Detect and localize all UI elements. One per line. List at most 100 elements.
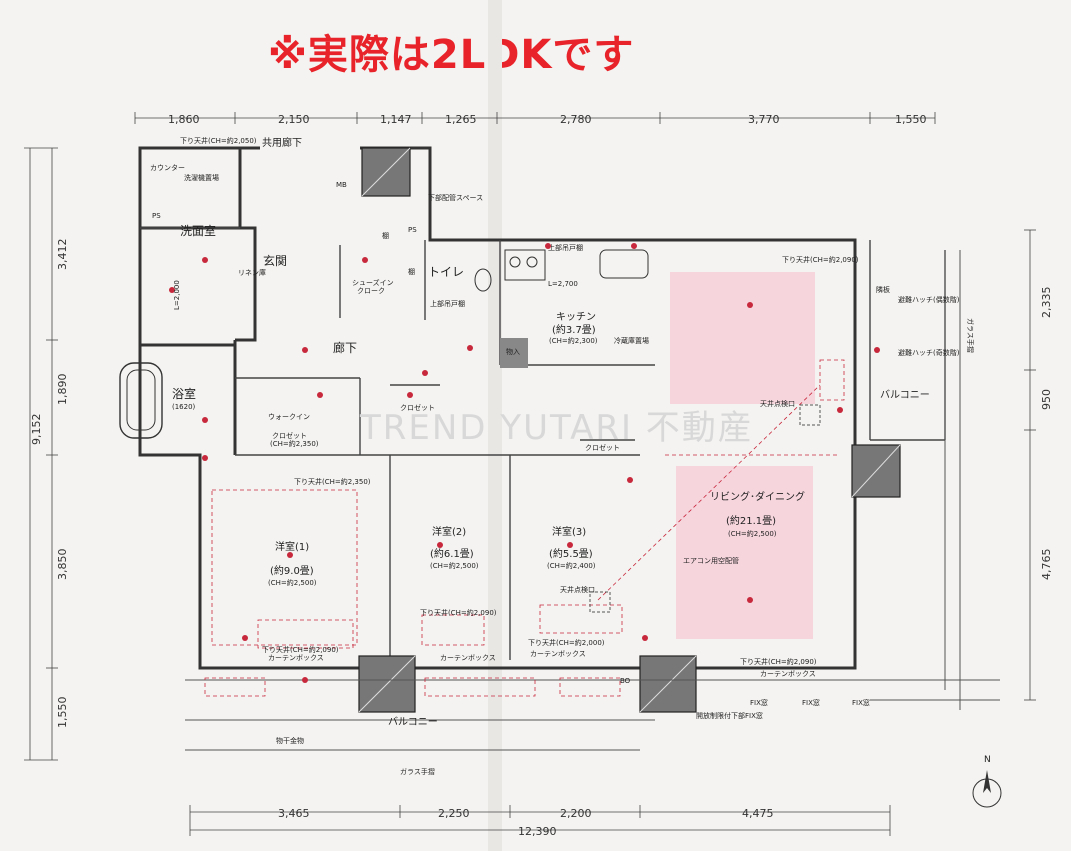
- watermark: TREND YUTARI 不動産: [360, 408, 754, 448]
- label-glass-right: ガラス手摺: [966, 318, 975, 353]
- storage-box: [500, 338, 528, 368]
- label-l2000: L=2,000: [173, 280, 181, 310]
- label-monoire: 物入: [506, 347, 520, 356]
- label-closet2: クロゼット: [400, 403, 435, 412]
- label-closet-ch: (CH=約2,350): [270, 439, 319, 448]
- label-uebu: 上部吊戸棚: [548, 243, 583, 252]
- dim-left-3: 3,850: [56, 549, 69, 581]
- label-yokushitsu-size: (1620): [172, 403, 196, 411]
- label-sagari2: 下り天井(CH=約2,090): [782, 255, 859, 264]
- label-yoshitsu1: 洋室(1): [275, 540, 309, 553]
- dim-top-7: 1,550: [895, 113, 927, 126]
- label-aircon: エアコン用空配管: [683, 556, 739, 565]
- dims-left: [24, 147, 58, 761]
- dim-top-2: 2,150: [278, 113, 310, 126]
- label-fix3: FIX窓: [852, 698, 870, 707]
- dim-top-1: 1,860: [168, 113, 200, 126]
- toilet-bowl-icon: [474, 268, 492, 292]
- label-counter: カウンター: [150, 163, 185, 172]
- label-sagari6: 下り天井(CH=約2,000): [528, 638, 605, 647]
- label-balcony-right: バルコニー: [880, 389, 930, 401]
- label-sagari3: 下り天井(CH=約2,350): [294, 477, 371, 486]
- north-arrow-pointer-icon: [983, 770, 991, 793]
- label-living-size: (約21.1畳): [726, 514, 776, 527]
- label-rinban: 隣板: [876, 285, 890, 294]
- label-yoshitsu1-ch: (CH=約2,500): [268, 578, 317, 587]
- label-toilet: トイレ: [428, 265, 464, 279]
- label-sagari1: 下り天井(CH=約2,050): [180, 136, 257, 145]
- balcony-bottom-outline: [185, 250, 1000, 751]
- label-linen: リネン庫: [238, 268, 266, 277]
- label-kabu: 下部配管スペース: [428, 193, 483, 202]
- label-yoshitsu1-size: (約9.0畳): [270, 564, 314, 577]
- label-yoshitsu3-ch: (CH=約2,400): [547, 561, 596, 570]
- label-sagari4: 下り天井(CH=約2,090): [262, 645, 339, 654]
- dim-left-2: 1,890: [56, 374, 69, 406]
- label-living-ch: (CH=約2,500): [728, 529, 777, 538]
- dim-right-3: 4,765: [1040, 549, 1053, 581]
- label-sentakuki: 洗濯機置場: [184, 173, 219, 182]
- label-kitchen-ch: (CH=約2,300): [549, 336, 598, 345]
- dim-top-4: 1,265: [445, 113, 477, 126]
- dim-bottom-1: 3,465: [278, 807, 310, 820]
- dim-right-1: 2,335: [1040, 287, 1053, 319]
- burner-icon: [509, 256, 521, 268]
- page-fold: [488, 0, 502, 851]
- label-kaiho: 開放制限付下部FIX窓: [696, 711, 763, 720]
- label-yoshitsu2-ch: (CH=約2,500): [430, 561, 479, 570]
- label-curtain2: カーテンボックス: [440, 654, 496, 662]
- label-roka: 廊下: [333, 340, 357, 355]
- label-yoshitsu2: 洋室(2): [432, 525, 466, 538]
- label-yoshitsu3-size: (約5.5畳): [549, 547, 593, 560]
- label-fix2: FIX窓: [802, 698, 820, 707]
- label-tenjo2: 天井点検口: [560, 585, 595, 594]
- label-yoshitsu2-size: (約6.1畳): [430, 547, 474, 560]
- label-kyoyo: 共用廊下: [262, 136, 302, 149]
- label-yoshitsu3: 洋室(3): [552, 525, 586, 538]
- burner-icon: [526, 256, 538, 268]
- dims-right: [1024, 229, 1036, 701]
- north-label: N: [984, 755, 991, 765]
- label-ps1: PS: [152, 212, 161, 220]
- label-curtain3: カーテンボックス: [530, 650, 586, 658]
- kitchen-sink: [599, 249, 649, 279]
- living-lower-zone: [676, 466, 813, 639]
- label-l2700: L=2,700: [548, 280, 578, 288]
- label-reizoko: 冷蔵庫置場: [614, 336, 649, 345]
- dim-left-1: 3,412: [56, 239, 69, 271]
- dim-total: 12,390: [518, 825, 557, 838]
- label-sagari7: 下り天井(CH=約2,090): [740, 657, 817, 666]
- label-balcony-bottom: バルコニー: [388, 716, 438, 728]
- label-curtain4: カーテンボックス: [760, 670, 816, 678]
- dim-top-6: 3,770: [748, 113, 780, 126]
- label-senmen: 洗面室: [180, 223, 216, 238]
- label-tana1: 棚: [382, 231, 389, 240]
- label-closet3: クロゼット: [585, 443, 620, 452]
- dims-bottom: [189, 805, 891, 836]
- dim-top-3: 1,147: [380, 113, 412, 126]
- label-bo: BO: [620, 677, 631, 685]
- inspection-hatch: [589, 591, 611, 613]
- label-closet: クロゼット: [272, 431, 307, 440]
- inspection-hatch-2: [799, 404, 821, 426]
- dim-bottom-2: 2,250: [438, 807, 470, 820]
- label-hinan1: 避難ハッチ(偶数階): [898, 295, 960, 304]
- label-ps2: PS: [408, 226, 417, 234]
- label-hoshikanamono: 物干金物: [276, 736, 304, 745]
- label-curtain1: カーテンボックス: [268, 654, 324, 662]
- dim-bottom-4: 4,475: [742, 807, 774, 820]
- label-tana2: 棚: [408, 267, 415, 276]
- dim-left-total: 9,152: [30, 414, 43, 446]
- living-upper-zone: [670, 272, 815, 404]
- label-mb: MB: [336, 181, 347, 189]
- label-walkin: ウォークイン: [268, 413, 310, 421]
- label-fix1: FIX窓: [750, 698, 768, 707]
- dim-right-2: 950: [1040, 389, 1053, 410]
- label-glass-bottom: ガラス手摺: [400, 767, 435, 776]
- label-sagari5: 下り天井(CH=約2,090): [420, 608, 497, 617]
- label-yokushitsu: 浴室: [172, 386, 196, 401]
- label-genkan: 玄関: [263, 253, 287, 268]
- label-living: リビング･ダイニング: [710, 490, 805, 503]
